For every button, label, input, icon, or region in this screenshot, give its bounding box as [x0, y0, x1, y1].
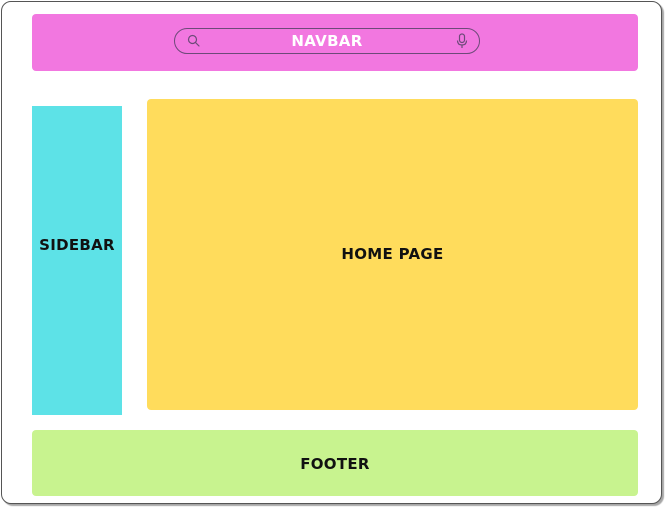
search-bar[interactable]: NAVBAR: [174, 28, 480, 54]
navbar: NAVBAR: [32, 14, 638, 71]
navbar-label: NAVBAR: [291, 32, 363, 50]
home-page-label: HOME PAGE: [341, 245, 444, 263]
home-page: HOME PAGE: [147, 99, 638, 410]
sidebar: SIDEBAR: [32, 106, 122, 415]
footer-label: FOOTER: [300, 455, 370, 473]
sidebar-label: SIDEBAR: [39, 236, 115, 254]
footer: FOOTER: [32, 430, 638, 496]
search-icon[interactable]: [187, 34, 200, 47]
mic-icon[interactable]: [456, 33, 468, 49]
